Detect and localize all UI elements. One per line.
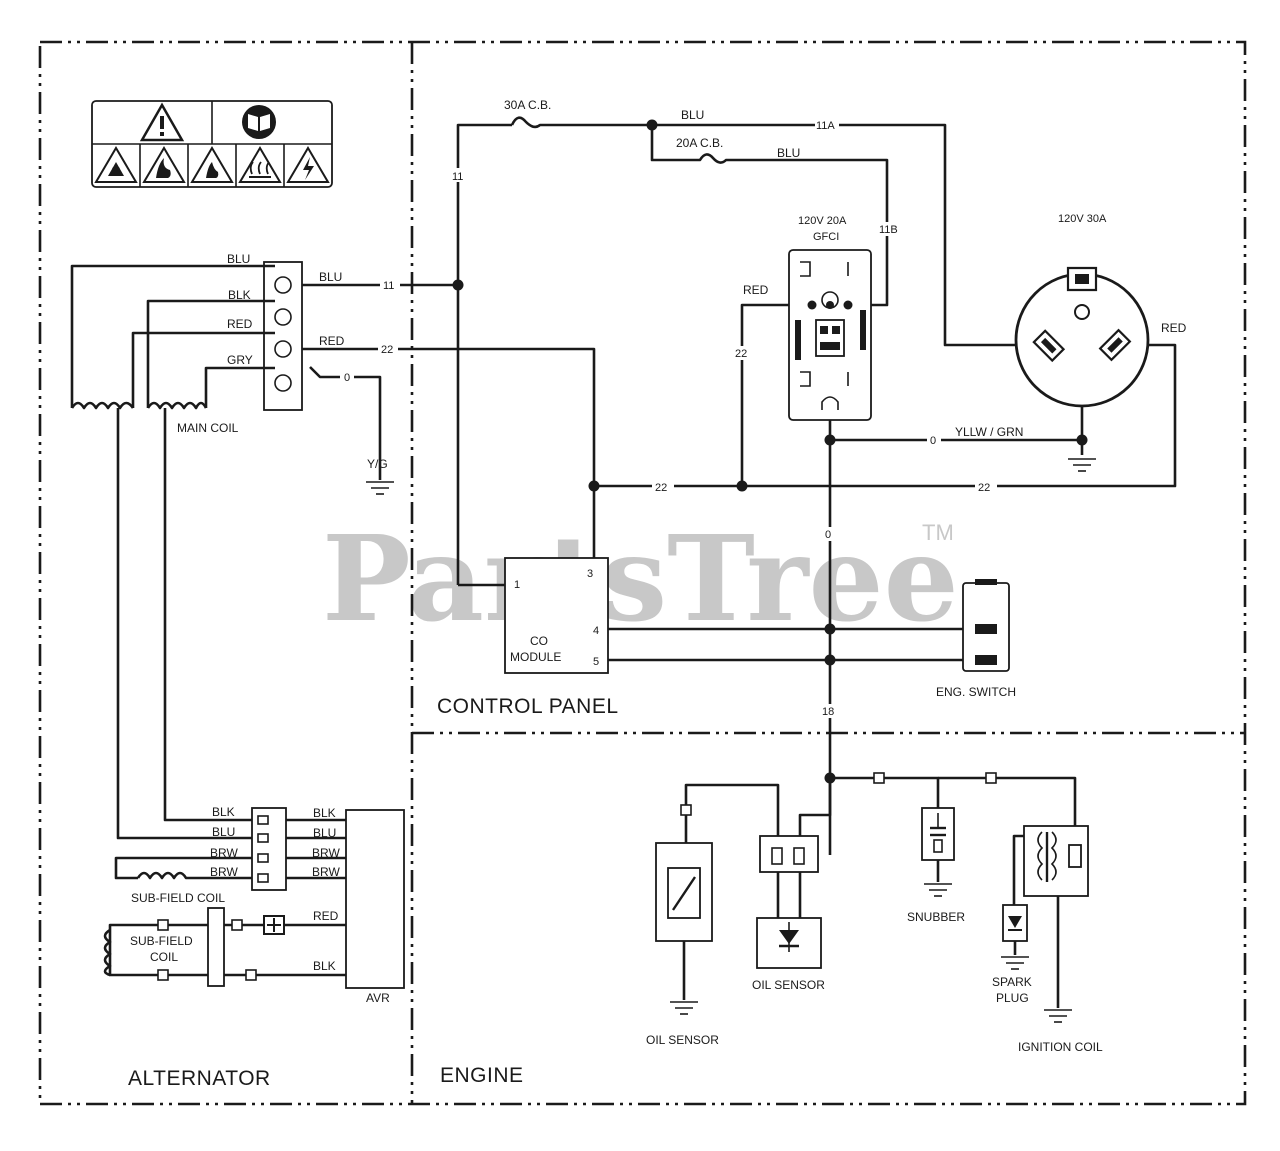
avr-wire-label-blu-right: BLU [313,826,336,840]
co-module [504,557,609,674]
wire-label-blu-top: BLU [681,108,704,122]
watermark: PartsTree [322,509,959,648]
watermark-tm: TM [922,520,954,545]
section-label-alternator: ALTERNATOR [128,1067,271,1090]
wire-label-22-a: 22 [655,482,667,494]
diode-connector [263,915,285,935]
co-pin-5: 5 [593,656,599,668]
gfci-label-rating: 120V 20A [798,215,847,227]
avr-wire-label-brw1-left: BRW [210,846,238,860]
wire-label-red-gfci: RED [743,283,769,297]
terminal-block [263,261,303,411]
manual-book-icon [242,105,276,139]
wire-label-blu-terminal: BLU [319,270,342,284]
ground-icon [366,481,394,495]
gfci-label-type: GFCI [813,231,839,243]
co-pin-3: 3 [587,568,593,580]
avr-wire-label-blk: BLK [313,959,336,973]
gfci-receptacle [788,249,872,421]
ground-icon [670,1001,698,1015]
coil-wire-label-blk: BLK [228,288,251,302]
main-coil [70,401,208,410]
oil-sensor-mid-label: OIL SENSOR [752,978,825,992]
wire-label-11a: 11A [816,120,835,132]
wire-label-11-terminal: 11 [383,280,394,292]
wire-label-22-gfci: 22 [735,348,747,360]
engine-switch-label: ENG. SWITCH [936,685,1016,699]
connector-block-avr [251,807,287,891]
flammable-icon [190,146,234,183]
wire-label-11-left: 11 [452,171,463,183]
explosion-icon [94,146,138,183]
safety-label [91,100,333,188]
ground-icon [1001,956,1029,970]
wire-label-red-receptacle: RED [1161,321,1187,335]
wire-label-0-terminal: 0 [344,372,350,384]
section-label-control-panel: CONTROL PANEL [437,695,619,718]
spark-plug-label-2: PLUG [996,991,1029,1005]
wire-label-0-gfci: 0 [930,435,936,447]
ignition-coil-label: IGNITION COIL [1018,1040,1103,1054]
co-module-label-1: CO [530,634,548,648]
main-coil-label: MAIN COIL [177,421,239,435]
hot-surface-icon [238,146,282,183]
avr-wire-label-blk-left: BLK [212,805,235,819]
co-module-label-2: MODULE [510,650,561,664]
wire-label-yllw-grn: YLLW / GRN [955,425,1023,439]
co-pin-1: 1 [514,579,520,591]
section-label-engine: ENGINE [440,1064,524,1087]
warning-triangle-icon [139,102,185,142]
avr-module [345,809,405,989]
snubber [921,807,955,861]
twist-lock-receptacle [1014,266,1150,408]
coil-wire-label-red: RED [227,317,253,331]
breaker-20a-label: 20A C.B. [676,136,723,150]
breaker-30a-label: 30A C.B. [504,98,551,112]
ground-icon [924,883,952,897]
avr-wire-label-brw1-right: BRW [312,846,340,860]
spark-plug [1002,904,1028,942]
engine-switch [962,579,1010,672]
wire-label-yg: Y/G [367,457,388,471]
snubber-label: SNUBBER [907,910,965,924]
oil-sensor-left [655,842,713,942]
wire-label-red-terminal: RED [319,334,345,348]
avr-wire-label-blu-left: BLU [212,825,235,839]
wire-label-0-mid: 0 [825,529,831,541]
coil-wire-label-gry: GRY [227,353,253,367]
wire-label-18: 18 [822,706,834,718]
oil-sensor-connector [759,835,819,873]
wire-label-22-terminal: 22 [381,344,393,356]
receptacle-30a-label: 120V 30A [1058,213,1107,225]
avr-wire-label-red: RED [313,909,339,923]
avr-label: AVR [366,991,390,1005]
wire-label-11b: 11B [879,224,898,236]
fire-icon [142,146,186,183]
ignition-coil [1023,825,1089,897]
wire-label-22-b: 22 [978,482,990,494]
spark-plug-label-1: SPARK [992,975,1032,989]
coil-wire-label-blu: BLU [227,252,250,266]
avr-wire-label-blk-right: BLK [313,806,336,820]
oil-sensor-left-label: OIL SENSOR [646,1033,719,1047]
section-boundaries [38,40,1247,1106]
co-pin-4: 4 [593,625,599,637]
ground-icon [1044,1009,1072,1023]
wire-label-blu-mid: BLU [777,146,800,160]
sub-field-coil-label-1: SUB-FIELD [130,934,193,948]
electric-shock-icon [286,146,330,183]
sub-field-coil-label-2: COIL [150,950,178,964]
ground-icon [1068,458,1096,472]
sub-field-coil-label-top: SUB-FIELD COIL [131,891,225,905]
avr-wire-label-brw2-right: BRW [312,865,340,879]
oil-sensor-mid [756,917,822,969]
avr-wire-label-brw2-left: BRW [210,865,238,879]
